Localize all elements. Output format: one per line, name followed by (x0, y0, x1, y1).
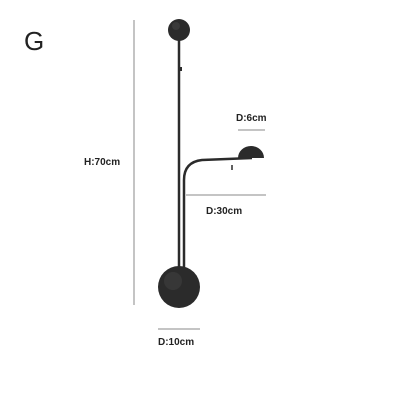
base-disc-highlight (164, 272, 182, 290)
base-diameter-label: D:10cm (158, 337, 195, 348)
top-ball-highlight (172, 22, 180, 30)
lamp-shade (238, 146, 264, 158)
height-label: H:70cm (84, 157, 121, 168)
stem-joint (178, 67, 182, 71)
lamp-arm (182, 156, 253, 268)
top-ball (168, 19, 190, 41)
shade-diameter-label: D:6cm (236, 113, 267, 124)
variant-letter: G (24, 26, 45, 56)
arm-length-label: D:30cm (206, 206, 243, 217)
